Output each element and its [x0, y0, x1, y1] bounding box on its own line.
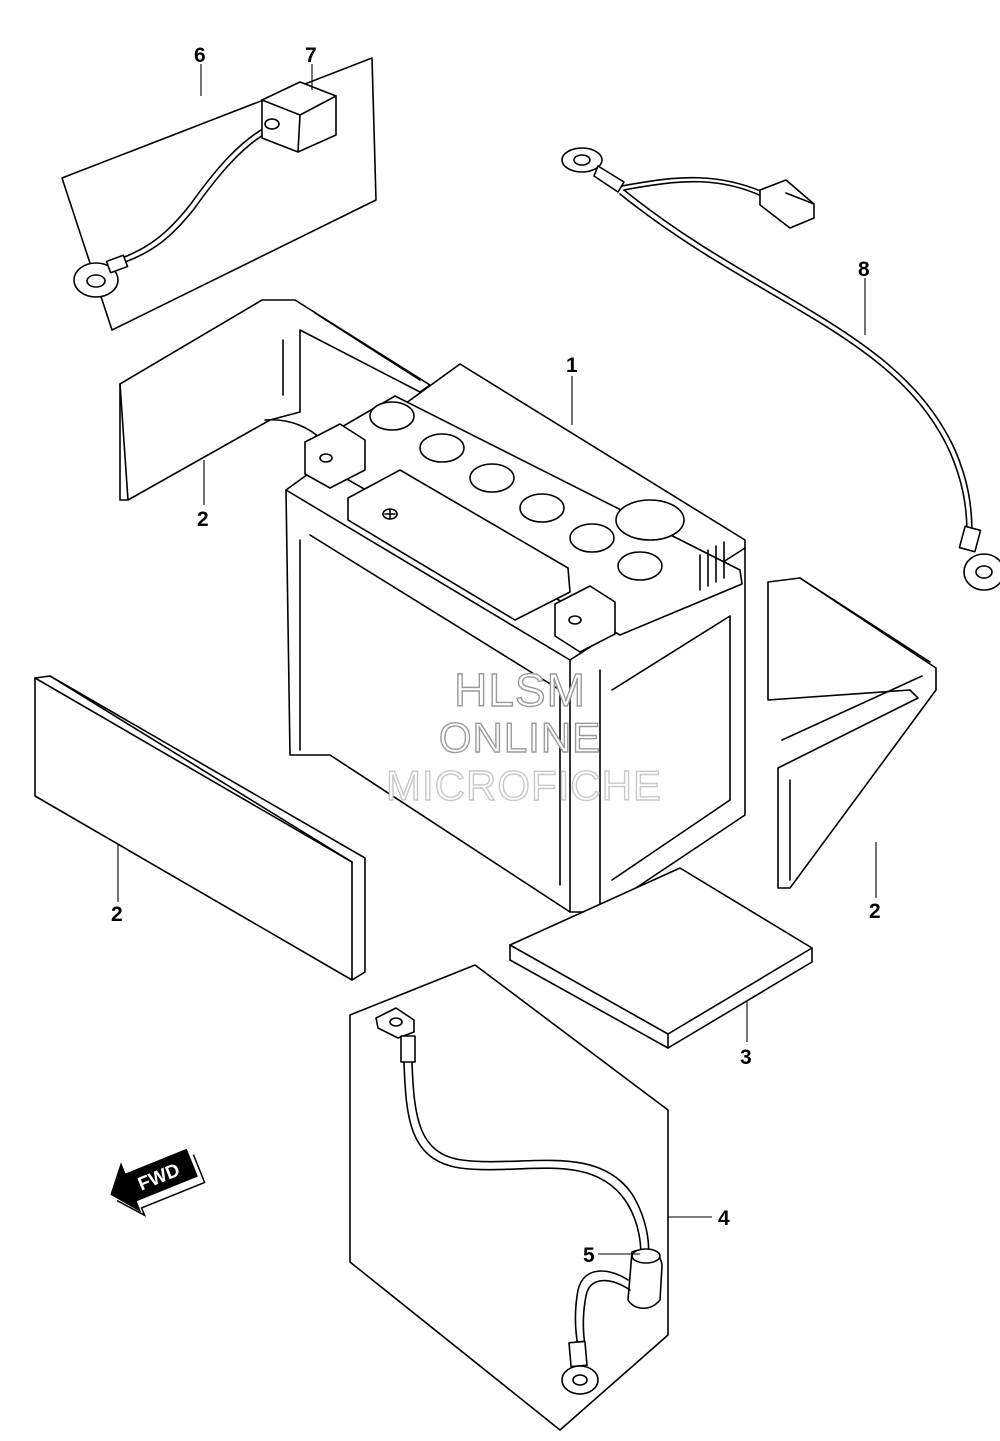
callout-3: 3 [740, 1046, 752, 1069]
callout-4: 4 [718, 1207, 730, 1230]
part-7-cap [261, 81, 337, 153]
leader-lines [117, 64, 877, 1255]
part-1-battery [285, 363, 746, 913]
callout-1: 1 [566, 354, 578, 377]
watermark-line-1: HLSM [454, 664, 586, 716]
callout-6: 6 [194, 44, 206, 67]
part-3-pad-bottom [509, 867, 813, 1049]
callout-2-lower-left: 2 [111, 903, 123, 926]
callout-2-right: 2 [869, 900, 881, 923]
callouts: 6 7 8 1 2 2 2 3 4 5 [111, 44, 881, 1267]
callout-2-upper-left: 2 [197, 508, 209, 531]
part-2-pad-lower-left [34, 675, 366, 981]
watermark: HLSM ONLINE MICROFICHE [385, 663, 662, 809]
part-8-cable [561, 147, 1000, 591]
fwd-arrow: FWD [110, 1148, 206, 1217]
part-4-cable-assembly [349, 964, 669, 1431]
watermark-line-3: MICROFICHE [386, 762, 662, 809]
callout-8: 8 [858, 258, 870, 281]
callout-5: 5 [583, 1244, 595, 1267]
watermark-line-2: ONLINE [439, 714, 601, 761]
part-2-pad-right [767, 577, 937, 889]
callout-7: 7 [305, 44, 317, 67]
